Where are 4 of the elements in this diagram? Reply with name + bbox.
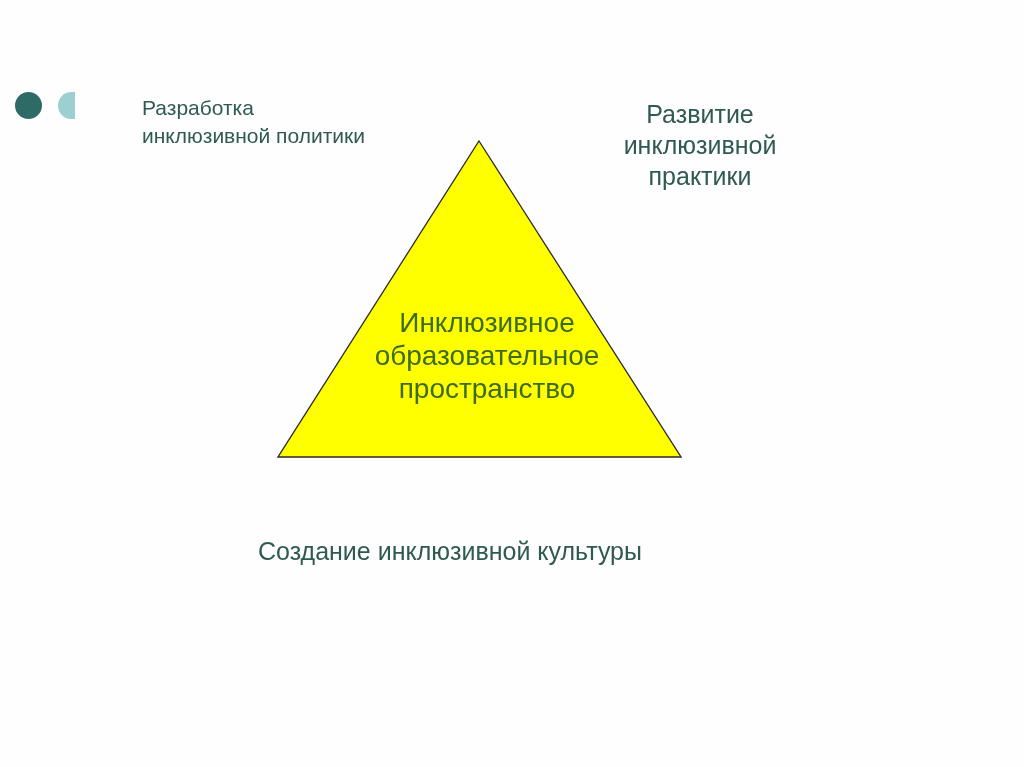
text-label: Развитие инклюзивной практики <box>622 99 778 192</box>
text-label: Создание инклюзивной культуры <box>257 536 643 566</box>
node-text: Инклюзивное образовательное пространство <box>373 306 601 405</box>
text-label: Разработка инклюзивной политики <box>142 95 366 149</box>
